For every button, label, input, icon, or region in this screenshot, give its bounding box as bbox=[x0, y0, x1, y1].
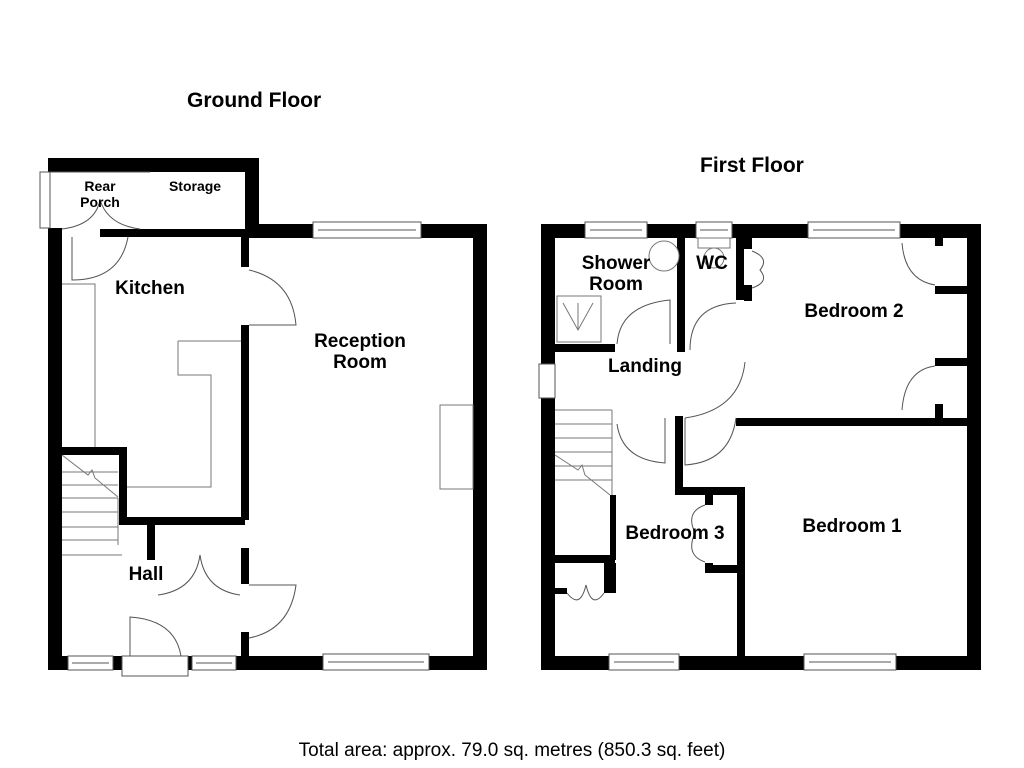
room-label-landing: Landing bbox=[608, 356, 682, 377]
reception-line2: Room bbox=[333, 352, 387, 373]
first-floor-title: First Floor bbox=[700, 154, 804, 177]
stairs bbox=[554, 409, 613, 496]
windows bbox=[67, 221, 430, 677]
shower-line1: Shower bbox=[581, 253, 651, 274]
rear-porch-line1: Rear bbox=[84, 178, 116, 194]
room-label-wc: WC bbox=[696, 253, 728, 274]
room-label-reception-room: Reception Room bbox=[300, 331, 420, 373]
room-label-kitchen: Kitchen bbox=[115, 278, 185, 299]
room-label-bedroom-1: Bedroom 1 bbox=[802, 516, 902, 537]
stairs bbox=[61, 454, 122, 556]
room-label-bedroom-2: Bedroom 2 bbox=[804, 301, 904, 322]
ground-floor-title: Ground Floor bbox=[187, 89, 322, 112]
room-label-rear-porch: Rear Porch bbox=[78, 178, 122, 210]
first-floor-plan bbox=[538, 221, 981, 671]
windows bbox=[538, 221, 901, 671]
shower-line2: Room bbox=[589, 274, 643, 295]
room-label-storage: Storage bbox=[168, 178, 222, 194]
reception-line1: Reception bbox=[314, 331, 406, 352]
ground-floor-plan bbox=[39, 158, 487, 677]
room-label-shower-room: Shower Room bbox=[572, 253, 660, 295]
room-label-hall: Hall bbox=[128, 564, 164, 585]
room-label-bedroom-3: Bedroom 3 bbox=[625, 523, 725, 544]
total-area-footer: Total area: approx. 79.0 sq. metres (850… bbox=[298, 740, 726, 761]
rear-porch-line2: Porch bbox=[80, 194, 120, 210]
